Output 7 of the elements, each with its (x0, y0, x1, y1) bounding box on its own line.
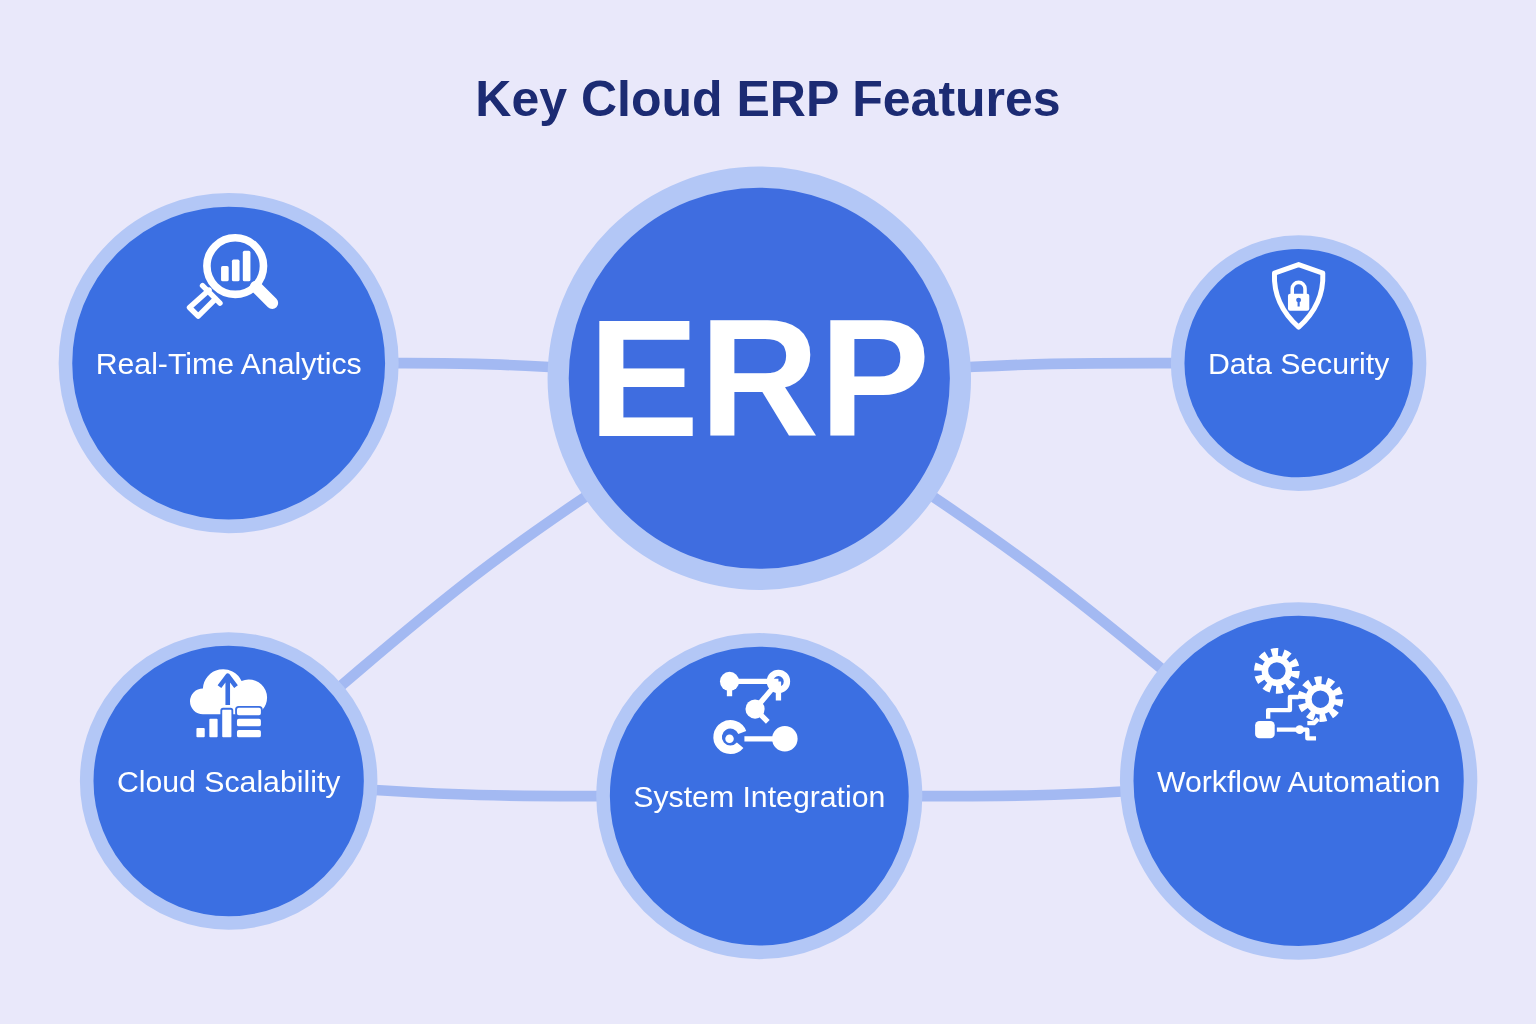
node-circle: Workflow Automation (1119, 602, 1478, 960)
node-circle: Cloud Scalability (79, 632, 378, 930)
node-circle: ERP (547, 166, 972, 590)
node-circle: System Integration (596, 633, 923, 960)
diagram-title: Key Cloud ERP Features (475, 70, 1061, 128)
node-circle: Data Security (1170, 235, 1427, 491)
node-circle: Real-Time Analytics (58, 193, 399, 534)
